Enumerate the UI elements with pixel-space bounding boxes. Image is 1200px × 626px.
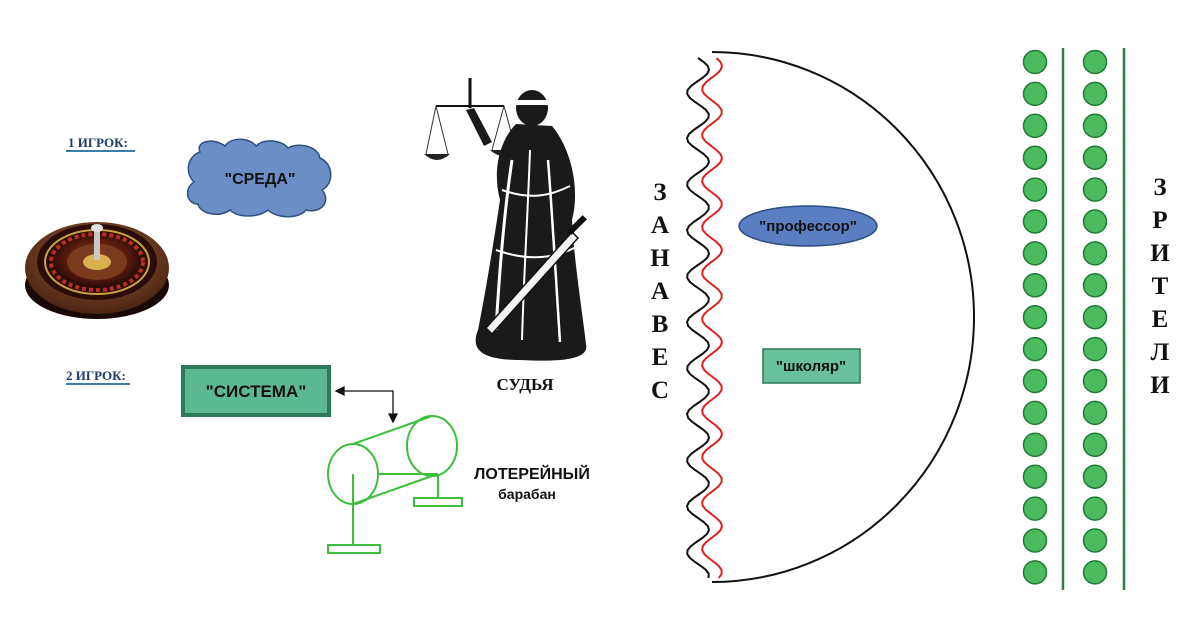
curtain-letter: В (652, 311, 669, 338)
sistema-box: "СИСТЕМА" (181, 365, 331, 417)
audience-seat (1082, 560, 1108, 585)
audience-seat (1022, 113, 1048, 139)
audience-seat (1082, 113, 1108, 139)
lottery-label-line1: ЛОТЕРЕЙНЫЙ (474, 464, 590, 483)
audience-letter: И (1150, 240, 1170, 267)
audience-letters: З Р И Т Е Л И (1150, 174, 1170, 399)
audience-seat (1022, 304, 1048, 330)
scholar-label: "школяр" (776, 358, 846, 375)
curtain-letter: А (651, 212, 669, 239)
audience-seat (1082, 145, 1108, 170)
audience-seat (1022, 496, 1048, 521)
curtain-letter: З (653, 179, 666, 206)
lottery-drum (327, 415, 463, 554)
professor-ellipse: "профессор" (738, 205, 878, 247)
audience-letter: Л (1151, 339, 1170, 366)
curtain-letter: Н (650, 245, 670, 272)
audience-seat (1022, 400, 1048, 426)
audience-seat (1082, 177, 1108, 202)
justice-statue-image (424, 78, 587, 361)
audience-letter: Р (1152, 207, 1167, 234)
audience-seat (1082, 368, 1108, 394)
stage-arc (711, 51, 975, 583)
curtain-letter: Е (652, 344, 669, 371)
audience-seat (1082, 400, 1108, 426)
sreda-label: "СРЕДА" (224, 171, 295, 188)
lottery-label-line2: барабан (498, 486, 556, 502)
curtain-letter: А (651, 278, 669, 305)
audience-seat (1082, 336, 1108, 362)
judge-label: СУДЬЯ (496, 375, 553, 394)
audience-seat (1022, 241, 1048, 266)
audience-seat (1082, 496, 1108, 521)
audience-seat (1022, 560, 1048, 585)
audience-seat (1022, 464, 1048, 489)
curtain-wave-black (685, 57, 711, 579)
audience-seat (1022, 336, 1048, 362)
scholar-box: "школяр" (762, 348, 861, 384)
audience-seat (1022, 432, 1048, 458)
curtain-letters: З А Н А В Е С (650, 179, 670, 404)
audience-seat (1082, 528, 1108, 553)
player2-label: 2 ИГРОК: (66, 368, 126, 383)
audience-seat (1022, 273, 1048, 298)
system-drum-connector (334, 385, 399, 424)
audience-seat (1022, 145, 1048, 170)
audience-seat (1082, 464, 1108, 489)
sreda-cloud: "СРЕДА" (186, 138, 332, 218)
audience-seat (1022, 81, 1048, 107)
audience-seat (1082, 241, 1108, 266)
curtain-letter: С (651, 377, 669, 404)
professor-label: "профессор" (759, 218, 857, 235)
audience-seat (1082, 432, 1108, 458)
audience-seats (1022, 49, 1108, 585)
audience-seat (1082, 49, 1108, 75)
audience-seat (1082, 81, 1108, 107)
curtain-wave-red (701, 57, 724, 579)
audience-seat (1022, 49, 1048, 75)
roulette-wheel-image (25, 222, 169, 319)
audience-letter: Т (1152, 273, 1169, 300)
audience-letter: И (1150, 372, 1170, 399)
audience-letter: Е (1152, 306, 1169, 333)
audience-seat (1022, 209, 1048, 234)
player1-label: 1 ИГРОК: (68, 135, 128, 150)
audience-seat (1082, 304, 1108, 330)
sistema-label: "СИСТЕМА" (206, 382, 307, 401)
audience-seat (1022, 528, 1048, 553)
audience-seat (1022, 177, 1048, 202)
audience-seat (1082, 209, 1108, 234)
audience-seat (1082, 273, 1108, 298)
audience-letter: З (1153, 174, 1166, 201)
audience-seat (1022, 368, 1048, 394)
